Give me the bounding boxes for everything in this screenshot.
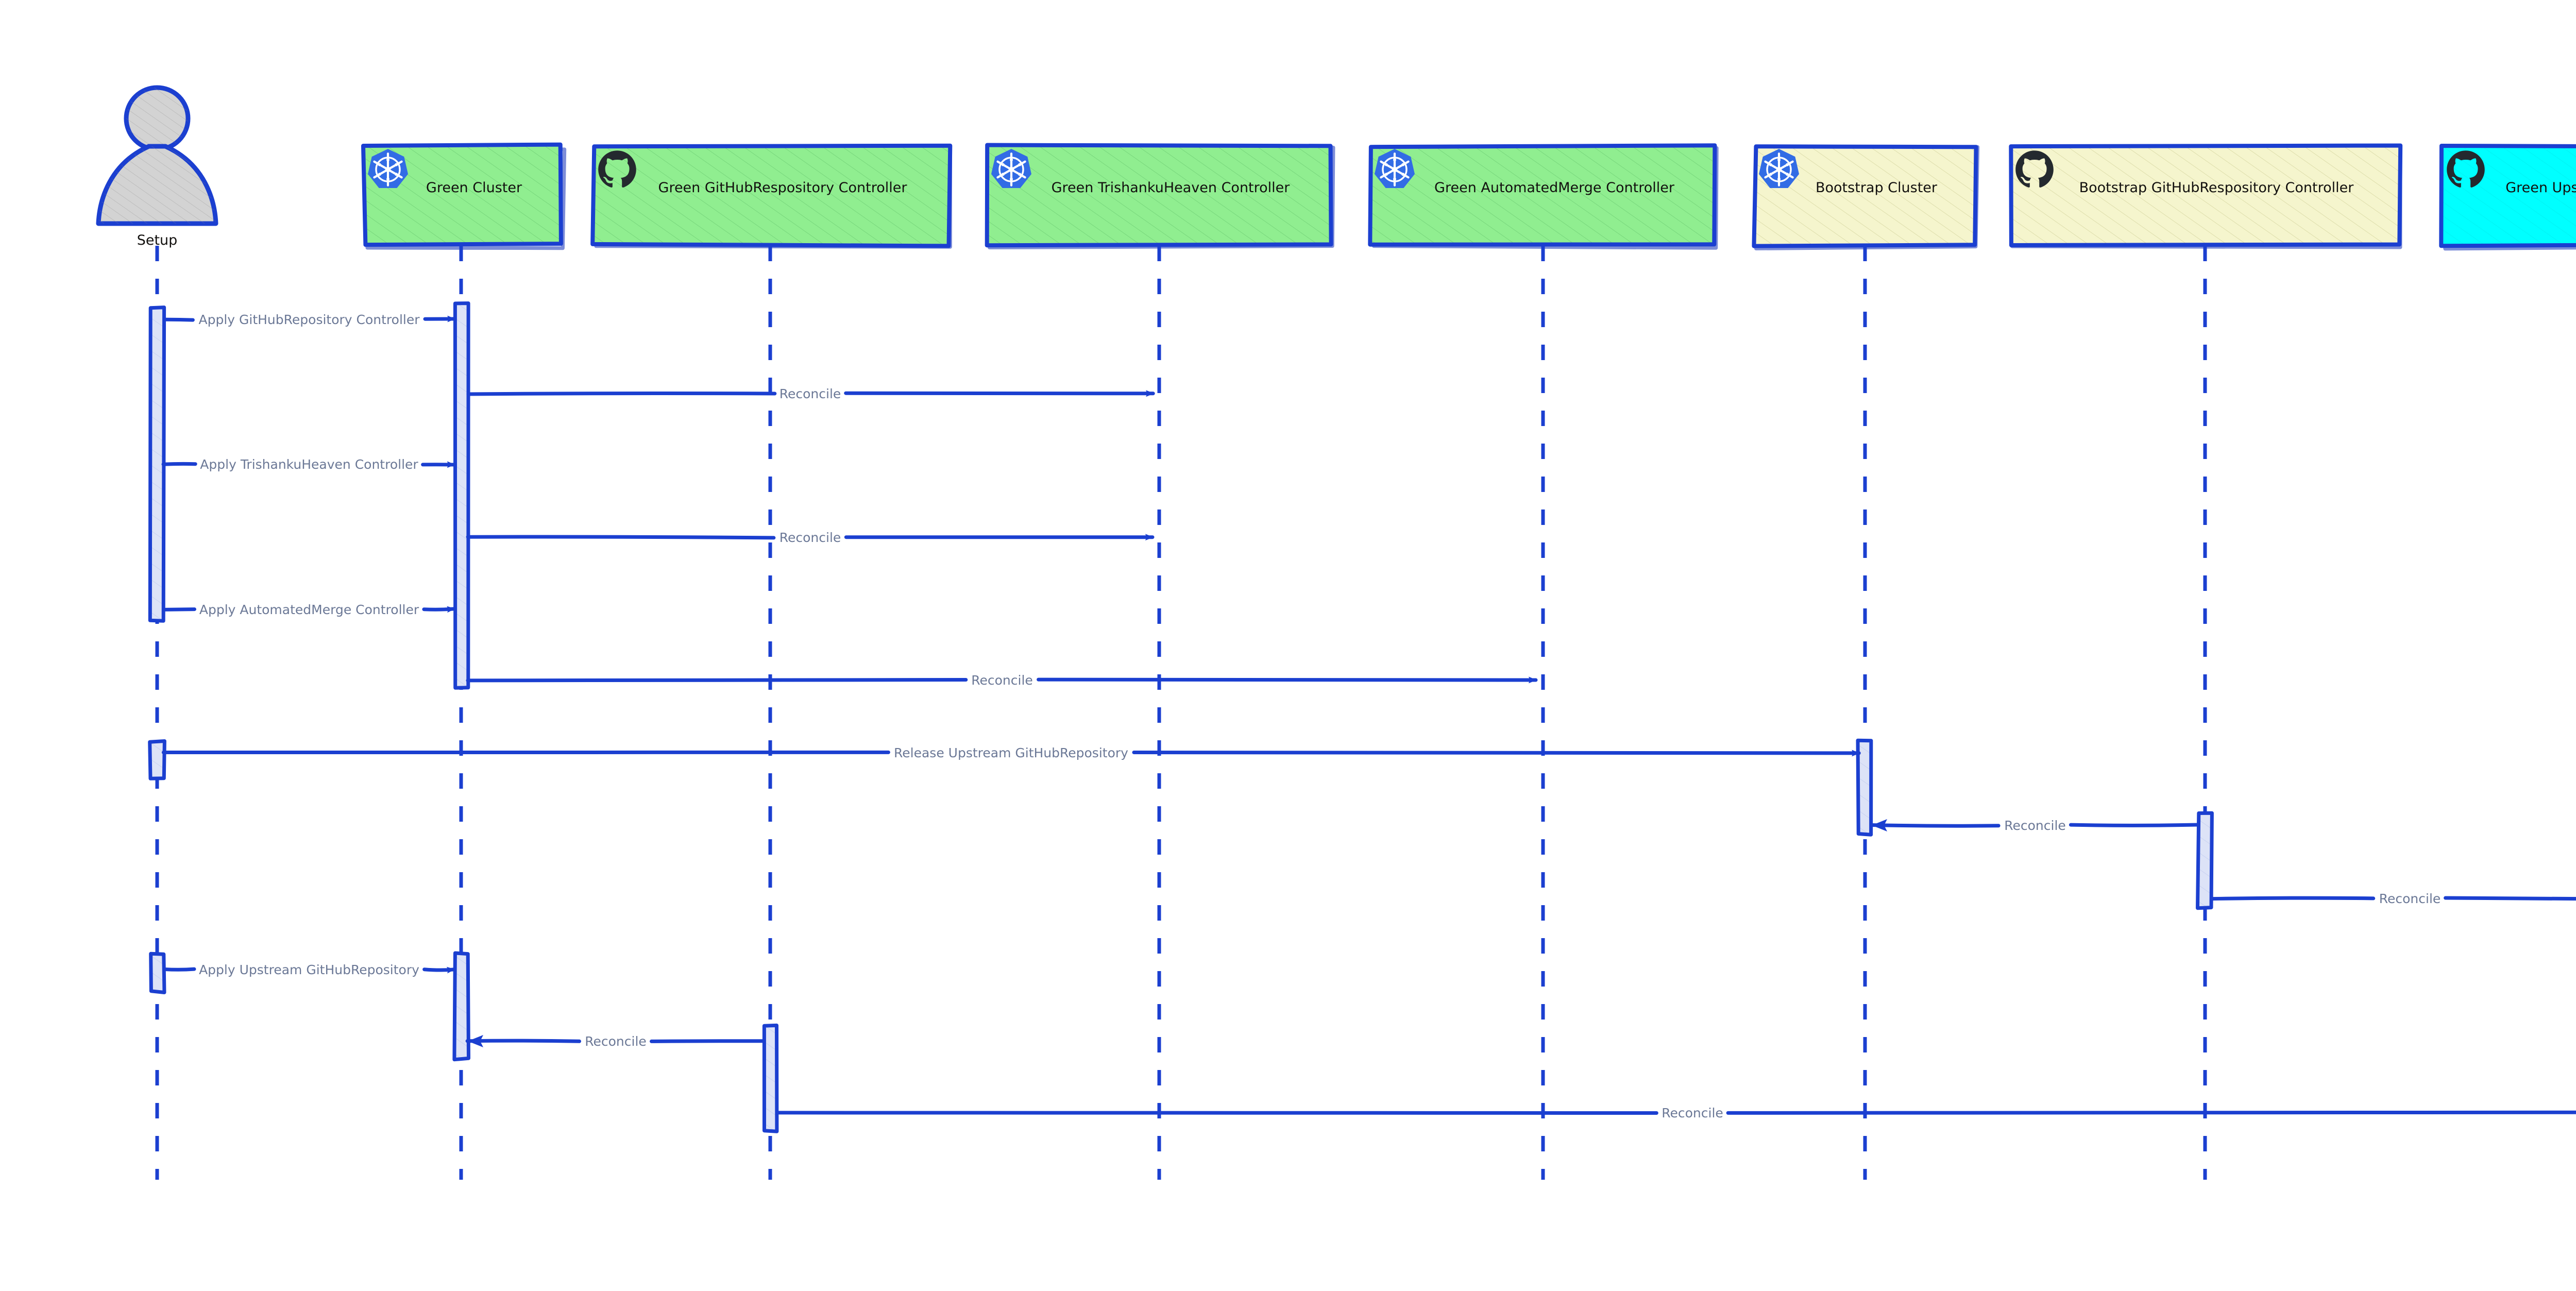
github-icon — [2015, 150, 2054, 188]
message-m4[interactable]: Reconcile — [466, 530, 1155, 545]
github-icon — [598, 150, 636, 188]
activation-bar — [453, 301, 470, 690]
message-label: Release Upstream GitHubRepository — [894, 745, 1128, 760]
activation-bars — [148, 301, 2214, 1133]
message-label: Reconcile — [585, 1034, 647, 1049]
message-label: Apply TrishankuHeaven Controller — [200, 457, 418, 472]
message-m6[interactable]: Reconcile — [466, 673, 1538, 688]
participant-label: Bootstrap GitHubRespository Controller — [2079, 180, 2354, 196]
participant-boxes: Green Cluster Green GitHubRespository Con… — [361, 142, 2576, 251]
message-m9[interactable]: Reconcile — [2210, 891, 2576, 906]
activation-bar — [452, 951, 470, 1062]
message-m12[interactable]: Reconcile — [775, 1106, 2576, 1120]
participant-label: Green Upstream GitHubRepository — [2505, 180, 2576, 196]
message-label: Reconcile — [779, 386, 841, 401]
activation-bar — [2196, 811, 2214, 910]
message-label: Reconcile — [2379, 891, 2441, 906]
participant-box-green-cluster[interactable]: Green Cluster — [361, 142, 567, 250]
message-m11[interactable]: Reconcile — [465, 1034, 766, 1049]
activation-bar — [1856, 738, 1873, 837]
participant-label: Green Cluster — [426, 180, 522, 196]
message-m1[interactable]: Apply GitHubRepository Controller — [162, 312, 456, 327]
participant-label: Green GitHubRespository Controller — [658, 180, 908, 196]
message-m2[interactable]: Reconcile — [466, 386, 1155, 401]
activation-bar — [762, 1023, 779, 1133]
message-label: Reconcile — [971, 673, 1033, 688]
participant-box-bootstrap-cluster[interactable]: Bootstrap Cluster — [1752, 144, 1980, 250]
activation-bar — [148, 739, 166, 780]
lifelines — [155, 246, 2207, 1180]
participant-box-bootstrap-ghrepo-ctrl[interactable]: Bootstrap GitHubRespository Controller — [2009, 143, 2403, 249]
message-label: Apply AutomatedMerge Controller — [199, 602, 419, 617]
message-m10[interactable]: Apply Upstream GitHubRepository — [162, 962, 456, 977]
participant-label: Green TrishankuHeaven Controller — [1052, 180, 1291, 196]
actor-label: Setup — [137, 232, 178, 248]
participant-box-green-upstream-repo[interactable]: Green Upstream GitHubRepository — [2439, 144, 2576, 251]
participant-box-green-trishanku-ctrl[interactable]: Green TrishankuHeaven Controller — [985, 143, 1335, 249]
message-label: Apply Upstream GitHubRepository — [199, 962, 419, 977]
messages: Apply GitHubRepository ControllerReconci… — [161, 312, 2576, 1120]
activation-bar — [149, 952, 166, 994]
kubernetes-icon — [1375, 149, 1415, 188]
kubernetes-icon — [991, 149, 1031, 188]
message-m8[interactable]: Reconcile — [1869, 818, 2200, 833]
kubernetes-icon — [368, 149, 408, 188]
message-m5[interactable]: Apply AutomatedMerge Controller — [162, 602, 456, 617]
participant-box-green-ghrepo-ctrl[interactable]: Green GitHubRespository Controller — [590, 143, 953, 249]
message-m3[interactable]: Apply TrishankuHeaven Controller — [161, 457, 456, 472]
message-label: Apply GitHubRepository Controller — [198, 312, 420, 327]
message-label: Reconcile — [1662, 1106, 1723, 1120]
person-icon — [96, 85, 218, 226]
participant-label: Bootstrap Cluster — [1816, 180, 1938, 196]
kubernetes-icon — [1759, 149, 1799, 188]
message-label: Reconcile — [2004, 818, 2066, 833]
participant-box-green-automerge-ctrl[interactable]: Green AutomatedMerge Controller — [1368, 143, 1719, 250]
actor-setup: Setup — [96, 85, 218, 248]
message-label: Reconcile — [779, 530, 841, 545]
participant-label: Green AutomatedMerge Controller — [1434, 180, 1675, 196]
github-icon — [2447, 150, 2485, 188]
message-m7[interactable]: Release Upstream GitHubRepository — [161, 745, 1861, 760]
